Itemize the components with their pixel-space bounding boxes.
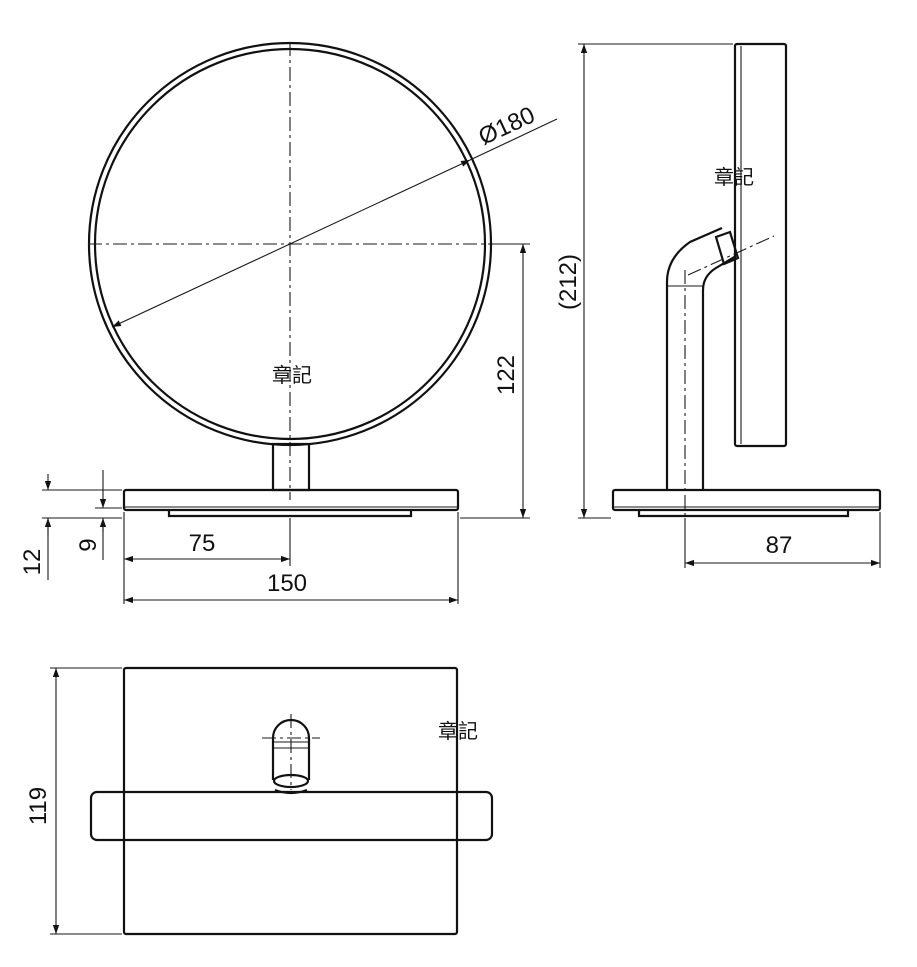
- half-width-label: 75: [189, 530, 216, 557]
- side-arm: [665, 226, 737, 490]
- side-base-foot: [637, 510, 850, 518]
- diameter-dimension-line: [111, 159, 471, 328]
- base-plate-label: 9: [75, 538, 102, 551]
- top-mirror-back: [122, 666, 459, 936]
- side-marking: 章記: [714, 166, 754, 189]
- base-height-label: 12: [19, 549, 46, 576]
- front-base: [122, 488, 460, 512]
- front-base-foot: [167, 510, 413, 518]
- height-label: 122: [493, 355, 520, 395]
- front-view: Ø180 122 12 9 75 150 章記: [19, 41, 558, 604]
- total-height-label: (212): [555, 254, 582, 310]
- side-hinge-axis: [687, 235, 775, 276]
- depth-label: 87: [766, 532, 793, 559]
- diameter-leader: [469, 118, 558, 161]
- width-label: 150: [267, 570, 307, 597]
- top-view: 119 章記: [25, 666, 494, 936]
- side-hinge: [714, 230, 740, 266]
- front-marking: 章記: [272, 364, 312, 387]
- top-depth-label: 119: [25, 787, 52, 825]
- side-base: [611, 488, 882, 512]
- top-arm-collar: [274, 788, 308, 795]
- side-mirror-panel: [733, 42, 788, 448]
- side-view: (212) 87 章記: [555, 42, 882, 568]
- front-neck: [271, 442, 311, 492]
- top-marking: 章記: [438, 720, 478, 743]
- top-base: [89, 790, 494, 842]
- diameter-label: Ø180: [475, 102, 540, 151]
